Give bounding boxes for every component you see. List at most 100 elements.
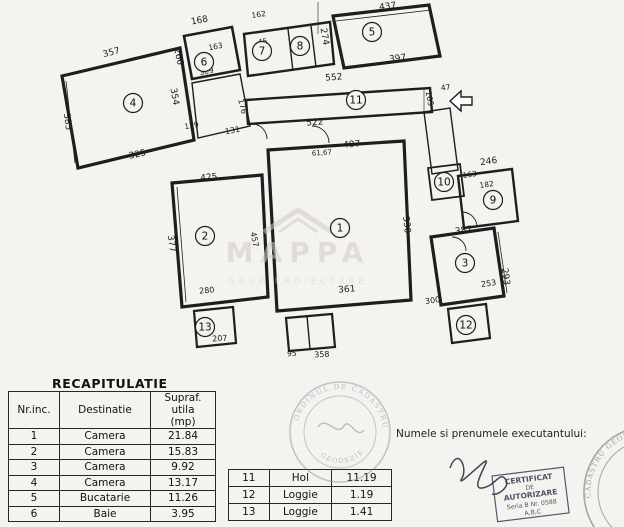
dimension-label: 530 [400,216,412,234]
hall-11-walls [244,86,434,126]
window-line [176,186,187,303]
door-arc [311,125,330,144]
header-suprafata-line2: (mp) [170,416,196,429]
room-number-circle [454,252,476,274]
room-number-circle [433,171,455,193]
dimension-label: 253 [480,278,496,289]
door-arc [451,236,467,252]
partition [306,315,311,350]
room-number: 1 [337,223,344,235]
watermark: MAPPA GRUP PROIECTARE [226,207,371,287]
dimension-label: 47 [440,82,451,92]
header-suprafata: Supraf. utila (mp) [150,390,216,430]
room-number: 13 [198,322,211,334]
table-cell: 3.95 [150,505,216,523]
table-cell: Hol [268,469,333,487]
dimension-label: 168 [190,14,209,27]
room-10-walls [426,162,466,202]
dimension-label: 131 [224,125,241,137]
room-5-walls [331,3,442,70]
room-number-circle [193,51,215,73]
room-number-circle [194,225,216,247]
room-number-circle [329,217,351,239]
table-cell: 11 [228,469,270,487]
dimension-label: 95 [287,349,297,358]
room-number-circle [289,35,311,57]
corridor-right-walls [423,107,459,175]
table-cell: Camera [59,459,151,476]
dimension-label: 457 [248,231,260,248]
recap-title: RECAPITULATIE [52,376,168,391]
table-cell: 13 [228,503,270,521]
table-cell: Loggie [268,503,333,521]
room-number: 9 [490,195,497,207]
table-cell: 1 [8,428,60,445]
header-nr: Nr.inc. [8,390,60,430]
room-9-walls [456,167,520,230]
dimension-label: 163 [208,41,224,53]
room-number: 4 [130,98,137,110]
table-cell: 21.84 [150,428,216,445]
room-12-walls [446,302,492,345]
table-cell: 9.92 [150,459,216,476]
room-number: 3 [462,258,469,270]
walls-layer [60,2,520,353]
window-line [335,9,432,22]
table-cell: 4 [8,474,60,492]
dimension-label: 425 [200,172,218,183]
room-number: 7 [259,46,266,58]
table-cell: 15.83 [150,443,216,461]
partition [310,25,317,68]
table-cell: 12 [228,486,270,504]
table-cell: 2 [8,443,60,461]
dimension-label: 176 [236,98,249,115]
dimension-label: 357 [102,46,121,60]
table-cell: 13.17 [150,474,216,492]
dimension-label: 497 [343,139,361,150]
room-number: 2 [202,231,209,243]
room-number: 6 [201,57,208,69]
dimension-label: 165 [424,90,436,107]
dimension-label: 139 [184,120,200,131]
table-cell: 1.19 [331,486,392,504]
table-cell: 11.26 [150,490,216,507]
door-arc [461,211,478,228]
window-line [65,80,76,164]
room-number: 10 [437,177,450,189]
room-number-circle [194,316,216,338]
dimension-label: 377 [165,235,177,253]
dimension-label: 397 [389,53,407,65]
rooms-bottom-walls [284,312,337,353]
table-cell: 3 [8,459,60,476]
watermark-roof-icon [262,207,334,235]
room-number-circle [122,92,144,114]
watermark-title: MAPPA [226,236,371,269]
dimension-label: 354 [168,87,181,106]
room-number-circle [345,89,367,111]
dimension-label: 552 [325,72,343,83]
executant-label: Numele si prenumele executantului: [396,428,587,440]
header-row: Nr.inc. Destinatie Supraf. utila (mp) [8,390,216,430]
dimension-label: 325 [128,148,147,161]
recap-section: RECAPITULATIE Nr.inc. Destinatie Supraf.… [0,372,624,527]
room-number: 12 [459,320,472,332]
dimension-labels-layer: 3573853253541682661633091624527443739755… [61,1,511,359]
room-number-circle [482,189,504,211]
door-arc [251,123,268,140]
room-13-walls [192,305,238,349]
table-cell: Camera [59,428,151,445]
table-cell: 11.19 [331,469,392,487]
dimension-label: 522 [306,117,324,128]
